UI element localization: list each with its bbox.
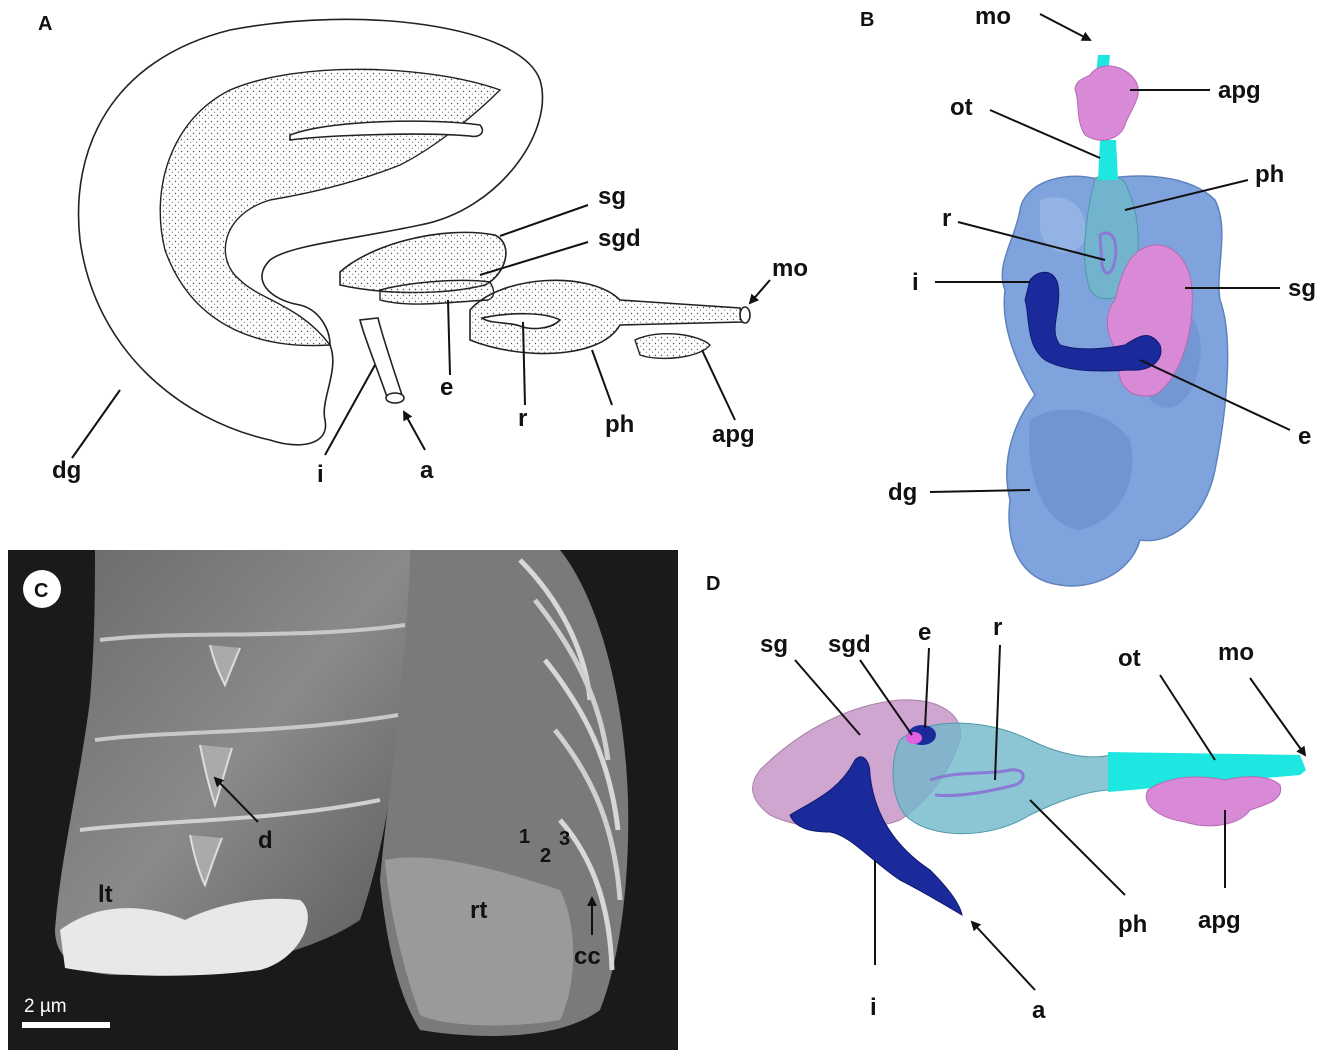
- scale-bar: [22, 1022, 110, 1028]
- panel-c: C d lt rt 1 2 3 cc 2 µm: [8, 550, 678, 1050]
- label-b-mo: mo: [975, 3, 1011, 30]
- label-a-apg: apg: [712, 421, 755, 448]
- arrow-b-mo: [1040, 14, 1090, 40]
- intestine: [360, 318, 402, 400]
- label-b-dg: dg: [888, 479, 917, 506]
- label-c-1: 1: [519, 826, 530, 848]
- label-b-r: r: [942, 205, 951, 232]
- label-d-ph: ph: [1118, 911, 1147, 938]
- label-d-r: r: [993, 614, 1002, 641]
- leader-ph: [592, 350, 612, 405]
- leader-d-ph: [1030, 800, 1125, 895]
- label-a-a: a: [420, 457, 434, 484]
- label-c-3: 3: [559, 828, 570, 850]
- scale-bar-label: 2 µm: [24, 996, 67, 1017]
- label-a-e: e: [440, 374, 453, 401]
- oral-tube-3d: [1098, 140, 1118, 180]
- arrow-d-a: [972, 922, 1035, 990]
- leader-apg: [702, 350, 735, 420]
- salivary-gland-duct-lateral: [906, 732, 922, 744]
- label-b-i: i: [912, 269, 919, 296]
- label-c-rt: rt: [470, 897, 487, 924]
- panel-b: B mo apg ot ph r sg i e dg: [860, 3, 1316, 586]
- label-a-r: r: [518, 405, 527, 432]
- label-c-2: 2: [540, 845, 551, 867]
- anus-opening: [386, 393, 404, 403]
- label-b-ph: ph: [1255, 161, 1284, 188]
- label-a-sg: sg: [598, 183, 626, 210]
- panel-a: A sg sgd mo e r ph apg dg: [38, 13, 808, 488]
- accessory-pharyngeal-gland: [635, 334, 710, 359]
- leader-e: [448, 300, 450, 375]
- arrow-mo: [750, 280, 770, 303]
- label-d-ot: ot: [1118, 645, 1141, 672]
- label-a-dg: dg: [52, 457, 81, 484]
- label-a-ph: ph: [605, 411, 634, 438]
- label-d-sgd: sgd: [828, 631, 871, 658]
- label-b-sg: sg: [1288, 275, 1316, 302]
- label-d-mo: mo: [1218, 639, 1254, 666]
- leader-dg: [72, 390, 120, 458]
- accessory-pharyngeal-gland-3d: [1075, 66, 1138, 140]
- label-d-i: i: [870, 994, 877, 1021]
- mouth-opening: [740, 307, 750, 323]
- leader-sg: [500, 205, 588, 236]
- panel-letter-d: D: [706, 573, 720, 595]
- label-a-sgd: sgd: [598, 225, 641, 252]
- panel-letter-c: C: [34, 580, 48, 602]
- label-b-ot: ot: [950, 94, 973, 121]
- label-c-d: d: [258, 827, 273, 854]
- arrow-a: [404, 412, 425, 450]
- label-b-apg: apg: [1218, 77, 1261, 104]
- leader-d-ot: [1160, 675, 1215, 760]
- arrow-d-mo: [1250, 678, 1305, 755]
- panel-letter-a: A: [38, 13, 52, 35]
- label-c-lt: lt: [98, 881, 113, 908]
- label-b-e: e: [1298, 423, 1311, 450]
- label-d-e: e: [918, 619, 931, 646]
- label-a-mo: mo: [772, 255, 808, 282]
- label-a-i: i: [317, 461, 324, 488]
- leader-i: [325, 365, 375, 455]
- label-d-sg: sg: [760, 631, 788, 658]
- label-d-a: a: [1032, 997, 1046, 1024]
- accessory-pharyngeal-gland-lateral: [1146, 777, 1281, 826]
- label-d-apg: apg: [1198, 907, 1241, 934]
- panel-letter-b: B: [860, 9, 874, 31]
- panel-d: D sg sgd e r ot mo ph apg i a: [706, 573, 1306, 1024]
- label-c-cc: cc: [574, 943, 601, 970]
